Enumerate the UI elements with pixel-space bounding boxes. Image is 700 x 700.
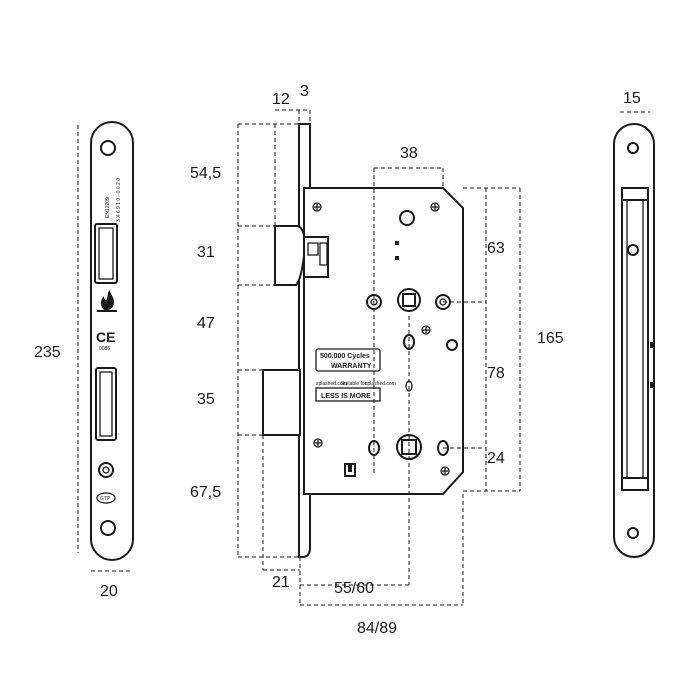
case-screw-icon (430, 202, 440, 212)
screw-icon (98, 462, 114, 478)
cylinder-right-hole (437, 440, 449, 456)
faceplate-standard-text: EN12209 (105, 197, 111, 218)
side-screw-hole (627, 244, 639, 256)
dim-spindle-to-cylinder: 78 (487, 365, 505, 382)
small-label-mid: Suitable for: (341, 381, 368, 387)
bottom-screw-hole (100, 520, 116, 536)
small-label-left: splashed.com (316, 381, 347, 387)
case-screw-icon (421, 325, 431, 335)
bolt-stop-icon (344, 463, 356, 477)
slogan-label (315, 387, 381, 402)
dim-bolt-to-bottom: 67,5 (190, 484, 221, 501)
bottom-screw-hole (627, 527, 639, 539)
case-hole (446, 339, 458, 351)
dim-faceplate-projection: 12 (272, 91, 290, 108)
latch-bolt (274, 225, 306, 286)
indicator-square (395, 241, 399, 245)
dim-backset: 55/60 (334, 580, 374, 597)
brand-logo-icon: GTP (96, 492, 116, 504)
faceplate-code-text: 3 X 6 9 1 0 - 0 0 2 0 (116, 178, 122, 222)
dim-case-height: 165 (537, 330, 564, 347)
dim-top-to-latch: 54,5 (190, 165, 221, 182)
top-screw-hole (627, 142, 639, 154)
faceplate-outline (90, 121, 134, 561)
screw-head-icon (102, 466, 110, 474)
top-screw-hole (100, 140, 116, 156)
dim-bolt-height: 35 (197, 391, 215, 408)
cert-number-text: 0086 (99, 346, 110, 352)
case-screw-icon (312, 202, 322, 212)
dim-faceplate-thickness: 3 (300, 83, 309, 100)
side-profile-outline (613, 123, 655, 558)
side-mark (650, 382, 653, 388)
indicator-square (395, 256, 399, 260)
follower-hub (397, 288, 421, 312)
side-profile-view: 15 (613, 90, 655, 558)
dim-spindle-spacing-width: 38 (400, 145, 418, 162)
dim-latch-to-bolt: 47 (197, 315, 215, 332)
spindle-square (402, 293, 416, 307)
dim-faceplate-length: 235 (34, 344, 61, 361)
cycles-text: 500.000 Cycles (320, 353, 370, 360)
forend-plate (298, 123, 311, 558)
latch-spring (319, 242, 328, 266)
dim-side-width: 15 (623, 90, 641, 107)
slogan-text: LESS IS MORE (321, 393, 371, 400)
faceplate-front-view: EN12209 3 X 6 9 1 0 - 0 0 2 0 CE 0086 GT… (34, 121, 134, 600)
warranty-label (315, 348, 381, 372)
side-mark (650, 342, 653, 348)
small-label-right: splashed.com (365, 381, 396, 387)
latch-opening (94, 223, 118, 284)
ce-mark-icon: CE (96, 329, 115, 345)
case-slot (403, 334, 415, 350)
cylinder-square (401, 439, 417, 455)
fire-icon (97, 290, 117, 312)
bolt-opening-inner (99, 371, 113, 437)
dim-faceplate-width: 20 (100, 583, 118, 600)
side-body (621, 187, 649, 491)
latch-opening-inner (98, 227, 114, 280)
lock-body-side-view: 500.000 Cycles WARRANTY splashed.com Sui… (190, 83, 564, 637)
case-screw-icon (313, 438, 323, 448)
lock-case (303, 187, 464, 495)
latch-detail (307, 242, 319, 256)
dim-forend-offset: 21 (272, 574, 290, 591)
dim-case-bottom-offset: 24 (487, 450, 505, 467)
bolt-opening (95, 367, 117, 441)
case-screw-icon (440, 466, 450, 476)
dim-case-top-offset: 63 (487, 240, 505, 257)
warranty-text: WARRANTY (331, 363, 372, 370)
brand-logo-text: GTP (100, 496, 111, 502)
dim-latch-height: 31 (197, 244, 215, 261)
dim-case-depth: 84/89 (357, 620, 397, 637)
deadbolt (262, 369, 301, 436)
case-hole (399, 210, 415, 226)
